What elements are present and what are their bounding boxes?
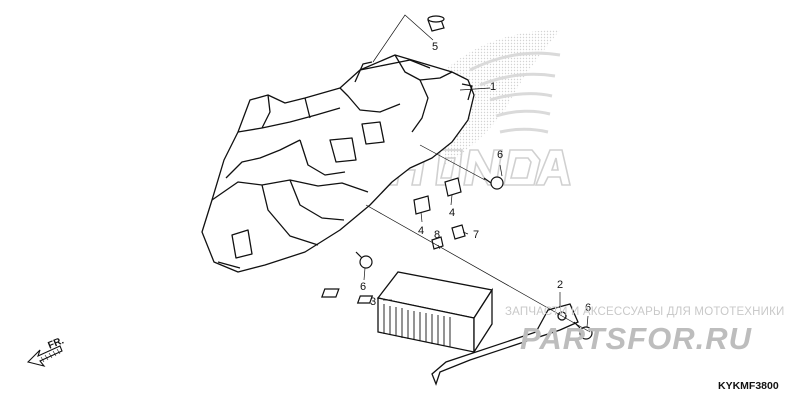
fastener-parts — [355, 15, 593, 340]
battery — [321, 271, 494, 355]
callout-8: 8 — [434, 229, 441, 241]
callout-4a: 4 — [449, 207, 456, 219]
front-direction-arrow — [26, 345, 63, 367]
callout-3: 3 — [370, 296, 377, 308]
leader-lines — [363, 14, 591, 333]
callout-1: 1 — [490, 81, 497, 93]
watermark-brand: PARTSFOR.RU — [520, 321, 753, 356]
watermark-tagline: ЗАПЧАСТИ И АКСЕССУАРЫ ДЛЯ МОТОТЕХНИКИ — [505, 306, 785, 318]
callout-6b: 6 — [360, 281, 367, 293]
callout-6c: 6 — [585, 302, 592, 314]
honda-wing-logo — [388, 30, 572, 186]
callout-5: 5 — [432, 41, 439, 53]
callout-2: 2 — [557, 279, 564, 291]
drawing-code: KYKMF3800 — [718, 380, 779, 392]
callout-4b: 4 — [418, 225, 425, 237]
callout-6a: 6 — [497, 149, 504, 161]
callout-7: 7 — [473, 229, 480, 241]
rear-fender-body — [201, 54, 475, 273]
